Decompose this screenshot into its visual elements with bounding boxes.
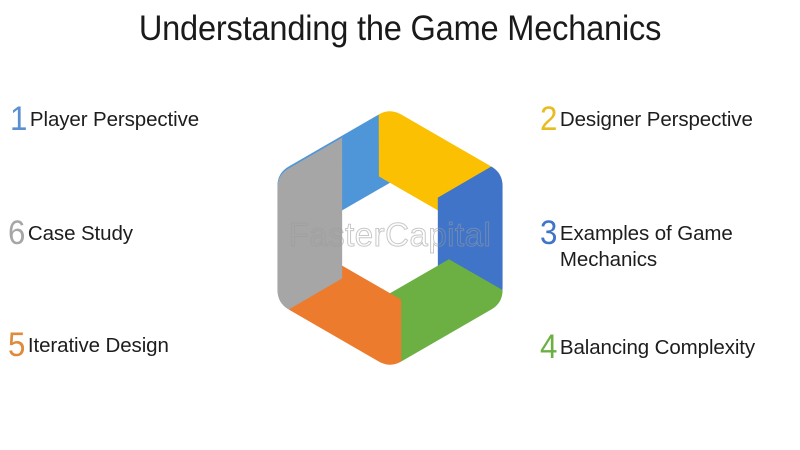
pinwheel-hexagon-diagram (245, 88, 535, 393)
list-item-label: Iterative Design (27, 334, 169, 357)
list-item-label: Examples of Game Mechanics (559, 222, 733, 271)
list-item-number: 2 (540, 100, 558, 138)
blade-group (277, 111, 503, 365)
list-item-number: 1 (10, 100, 28, 138)
list-item-number: 3 (540, 214, 558, 252)
list-item-number: 4 (540, 328, 558, 366)
list-item-label: Designer Perspective (559, 108, 753, 131)
list-item-number: 5 (8, 326, 26, 364)
list-item-iterative-design[interactable]: 5 Iterative Design (8, 326, 258, 364)
list-item-examples-of-game-mechanics[interactable]: 3 Examples of Game Mechanics (540, 214, 798, 273)
list-item-number: 6 (8, 214, 26, 252)
diagram-svg (277, 111, 503, 365)
list-item-case-study[interactable]: 6 Case Study (8, 214, 258, 252)
segment-left (277, 137, 343, 310)
list-item-label: Case Study (27, 222, 133, 245)
list-item-label: Player Perspective (29, 108, 200, 131)
segment-left-shape (277, 137, 343, 310)
list-item-designer-perspective[interactable]: 2 Designer Perspective (540, 100, 795, 138)
list-item-balancing-complexity[interactable]: 4 Balancing Complexity (540, 328, 795, 366)
list-item-player-perspective[interactable]: 1 Player Perspective (10, 100, 260, 138)
list-item-label: Balancing Complexity (559, 336, 756, 359)
page-title: Understanding the Game Mechanics (138, 9, 662, 48)
